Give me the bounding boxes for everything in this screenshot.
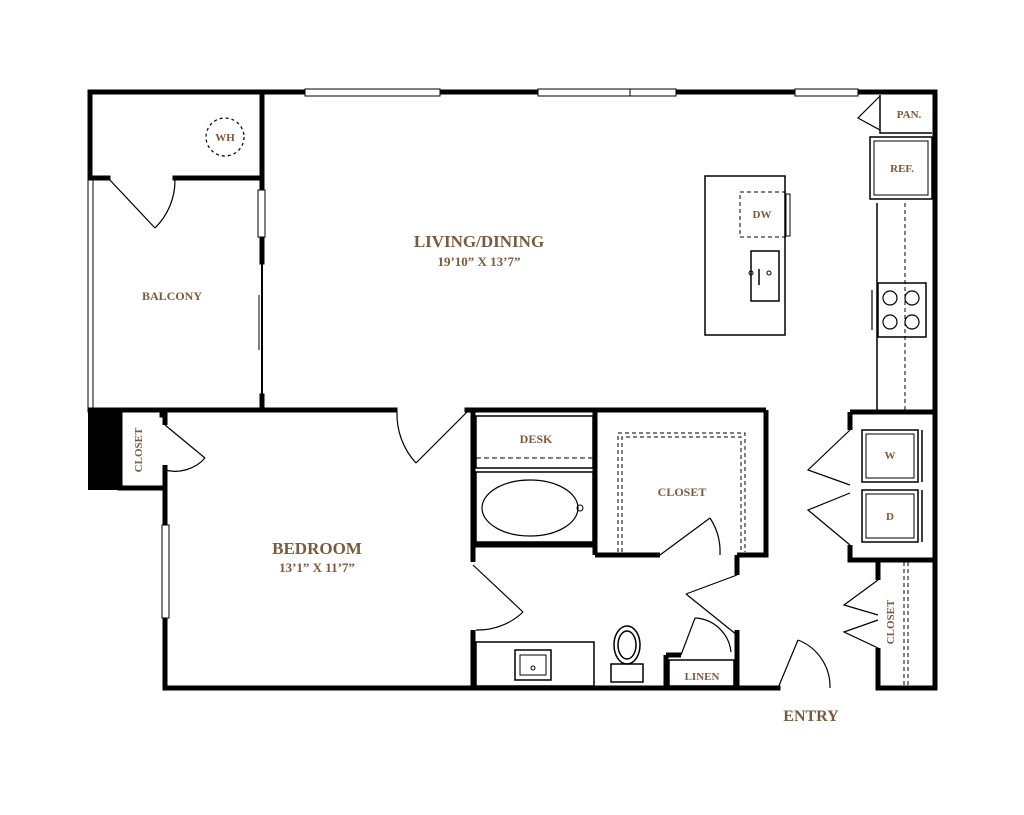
living-dining-label: LIVING/DINING [414, 232, 544, 251]
toilet [610, 625, 644, 683]
entry-closet-label: CLOSET [133, 427, 145, 472]
side-closet-label: CLOSET [885, 599, 897, 644]
balcony-slider [258, 262, 263, 396]
vanity [475, 641, 595, 687]
dryer-label: D [886, 511, 894, 523]
water-heater-icon [205, 117, 245, 157]
desk-label: DESK [520, 432, 553, 446]
bedroom-label: BEDROOM [272, 539, 362, 558]
entry-label: ENTRY [783, 708, 839, 725]
linen-box [668, 659, 735, 687]
pantry-label: PAN. [897, 109, 922, 121]
living-dining-dims: 19’10” X 13’7” [437, 254, 520, 269]
dishwasher-label: DW [753, 209, 772, 221]
washer-dryer [861, 429, 923, 543]
laundry-walls [847, 409, 935, 688]
interior-walls [470, 407, 769, 688]
exterior-walls [87, 89, 938, 691]
refrigerator-label: REF. [890, 163, 914, 175]
water-heater-label: WH [215, 132, 235, 144]
windows [161, 88, 859, 619]
bedroom-dims: 13’1” X 11’7” [279, 560, 355, 575]
door-swings [107, 95, 881, 689]
balcony-label: BALCONY [142, 289, 202, 303]
entry-closet-walls [117, 410, 168, 491]
desk [475, 415, 594, 469]
washer-label: W [885, 450, 896, 462]
side-closet-rods [903, 562, 909, 686]
structural-column [88, 410, 120, 490]
kitchen [704, 95, 933, 410]
walkin-closet-rods [617, 432, 746, 552]
walkin-closet-label: CLOSET [658, 485, 707, 499]
balcony-rail [87, 180, 94, 410]
bathtub [475, 471, 594, 543]
linen-label: LINEN [685, 671, 720, 683]
